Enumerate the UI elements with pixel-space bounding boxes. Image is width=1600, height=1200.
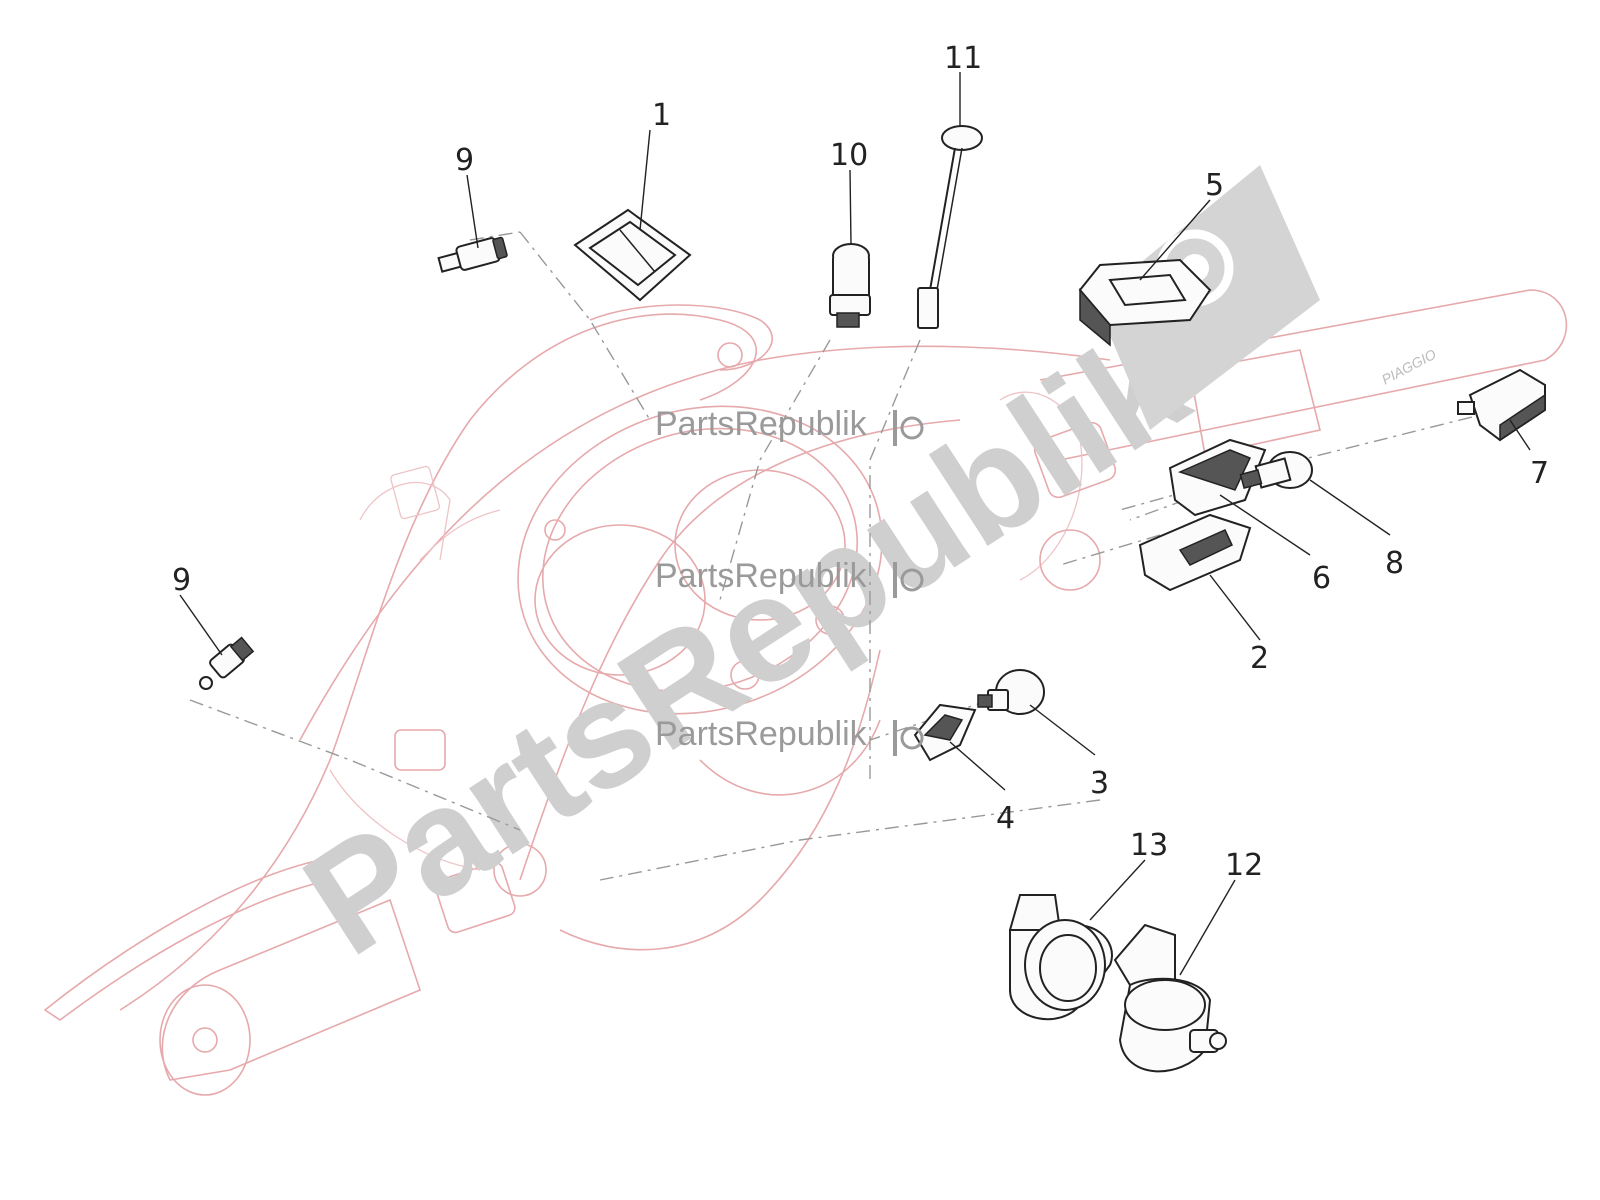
gear-icon [900, 568, 924, 592]
callout-4: 4 [996, 801, 1015, 836]
callout-2: 2 [1250, 641, 1269, 676]
part-6-switch-bezel[interactable] [1168, 438, 1267, 517]
callout-9-upper: 9 [455, 143, 474, 178]
part-1-switch[interactable] [573, 208, 692, 302]
callout-3: 3 [1090, 766, 1109, 801]
handlebar-ghost [43, 289, 1568, 1096]
watermark-small-3: PartsRepublik [655, 715, 868, 753]
callout-numbers: 1 2 3 4 5 6 7 8 9 9 10 11 12 13 [172, 41, 1549, 883]
callout-7: 7 [1530, 456, 1549, 491]
callout-9-lower: 9 [172, 563, 191, 598]
watermark-small-2: PartsRepublik [655, 557, 868, 595]
gear-icon [900, 726, 924, 750]
part-7-switch[interactable] [1457, 368, 1546, 442]
part-9-upper-switch[interactable] [437, 236, 508, 273]
part-5-switch-block[interactable] [1078, 258, 1212, 347]
watermark-big-text: PartsRepublik [276, 296, 1214, 987]
callout-13: 13 [1130, 828, 1168, 863]
gear-icon [900, 416, 924, 440]
callout-10: 10 [830, 138, 868, 173]
part-4-switch[interactable] [913, 703, 977, 762]
part-10-push-button[interactable] [829, 243, 871, 328]
callout-5: 5 [1205, 168, 1224, 203]
part-2-switch[interactable] [1138, 513, 1252, 592]
part-8-button[interactable] [1239, 451, 1313, 490]
part-13-ignition-cover[interactable] [1009, 894, 1113, 1021]
callout-6: 6 [1312, 561, 1331, 596]
callout-1: 1 [652, 98, 671, 133]
watermark-small-1: PartsRepublik [655, 405, 868, 443]
watermark-small: PartsRepublik PartsRepublik PartsRepubli… [655, 405, 924, 756]
part-9-lower-switch[interactable] [199, 636, 255, 690]
part-12-ignition-switch[interactable] [1113, 923, 1227, 1073]
callout-11: 11 [944, 41, 982, 76]
part-11-sensor[interactable] [917, 125, 983, 329]
leader-lines [179, 72, 1531, 976]
callout-8: 8 [1385, 546, 1404, 581]
handlebar-brand: PIAGGIO [1379, 346, 1439, 388]
callout-12: 12 [1225, 848, 1263, 883]
part-3-button[interactable] [977, 669, 1045, 715]
